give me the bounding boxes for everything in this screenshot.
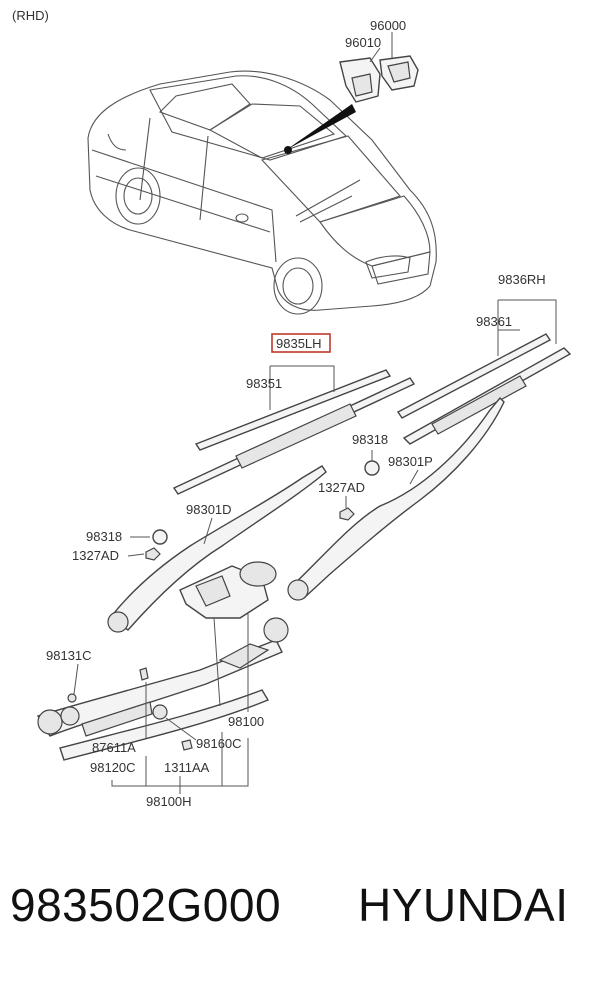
label-98301p: 98301P — [388, 454, 433, 469]
bolt-1311 — [181, 739, 193, 751]
highlight-box-9835lh — [271, 333, 331, 353]
wiper-arm-lh — [107, 465, 327, 633]
link-bracket — [152, 704, 168, 720]
label-96000: 96000 — [370, 18, 406, 33]
label-9836rh: 9836RH — [498, 272, 546, 287]
rain-sensor — [339, 55, 419, 103]
wiper-arm-rh — [287, 396, 505, 601]
sensor-pointer — [286, 104, 356, 150]
label-1311aa: 1311AA — [164, 760, 210, 775]
label-98361: 98361 — [476, 314, 512, 329]
cap-right — [364, 460, 380, 476]
label-98120c: 98120C — [90, 760, 136, 775]
label-1327ad-right: 1327AD — [318, 480, 365, 495]
label-87611a: 87611A — [92, 740, 136, 755]
variant-label: (RHD) — [12, 8, 49, 23]
nut-right — [339, 507, 355, 521]
part-number-text: 983502G000 — [10, 879, 282, 931]
wiper-blade-rh — [396, 333, 572, 445]
parts-diagram: (RHD) 96000 96010 — [12, 8, 572, 809]
label-96010: 96010 — [345, 35, 381, 50]
car-illustration — [87, 70, 437, 315]
label-98301d: 98301D — [186, 502, 232, 517]
label-98160c: 98160C — [196, 736, 242, 751]
label-98100h: 98100H — [146, 794, 192, 809]
label-98131c: 98131C — [46, 648, 92, 663]
label-98351: 98351 — [246, 376, 282, 391]
cap-left — [152, 529, 168, 545]
label-1327ad-left: 1327AD — [72, 548, 119, 563]
brand-text: HYUNDAI — [358, 879, 569, 931]
motor-bolt — [139, 667, 149, 681]
wiper-linkage — [36, 561, 289, 761]
label-9835lh: 9835LH — [276, 336, 322, 351]
label-98318-right: 98318 — [352, 432, 388, 447]
wiper-blade-lh — [172, 369, 416, 495]
label-98100: 98100 — [228, 714, 264, 729]
nut-left — [145, 547, 161, 561]
label-98318-left: 98318 — [86, 529, 122, 544]
